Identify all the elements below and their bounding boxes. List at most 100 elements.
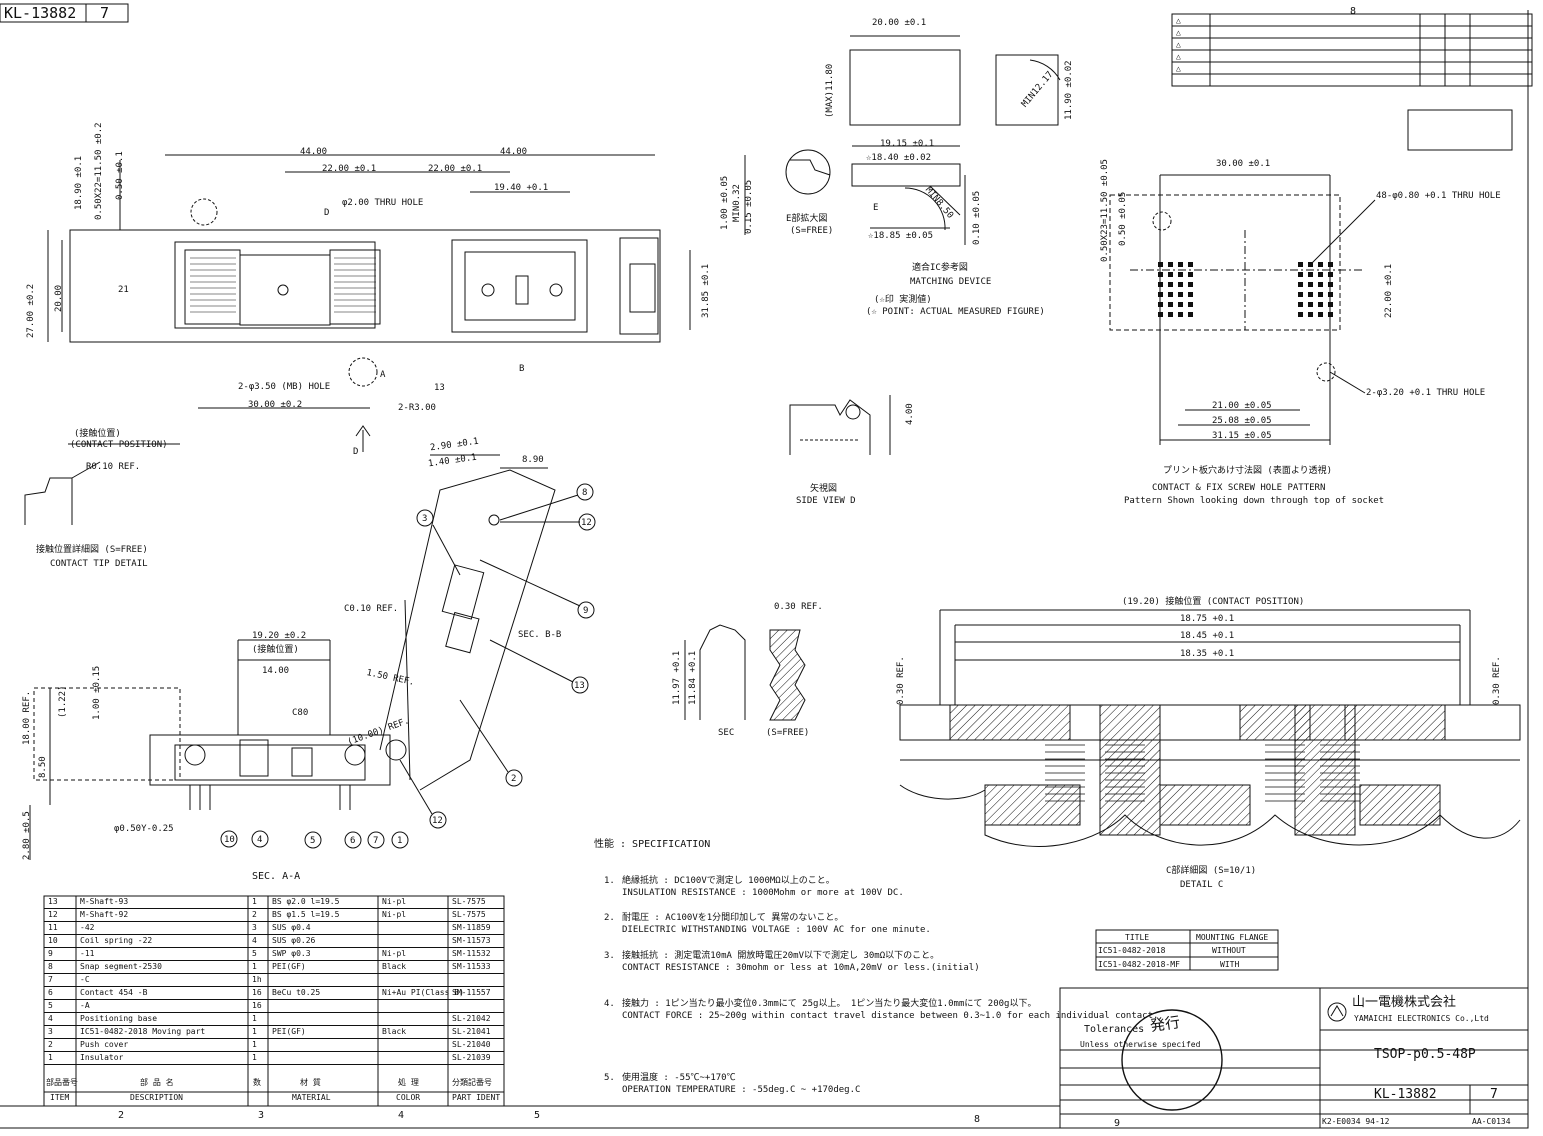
parts-list-cell-no: 11 [48,923,58,932]
dim-20: 20.00 [54,284,64,312]
ss-dim-1197: 11.97 +0.1 [672,650,682,705]
e-caption-jp: E部拡大図 [786,214,828,224]
parts-list-cell-material: SUS φ0.4 [272,923,311,932]
parts-list-cell-no: 12 [48,910,58,919]
dim-050: 0.50 ±0.1 [115,151,125,200]
parts-list-cell-no: 5 [48,1001,53,1010]
label-r300: 2-R3.00 [398,403,436,413]
hdr-part-jp: 分類記番号 [452,1078,492,1087]
parts-list-cell-part: SL-7575 [452,897,486,906]
parts-list-cell-part: SM-11533 [452,962,491,971]
parts-list-cell-part: SM-11859 [452,923,491,932]
pcb-caption-jp: プリント板穴あけ寸法図 (表面より透視) [1163,466,1333,476]
aa-dim-850: 8.50 [38,756,48,778]
parts-list-cell-name: Snap segment-2530 [80,962,162,971]
col-4: 4 [398,1110,405,1121]
parts-list-cell-name: -42 [80,923,95,932]
mt-row1-flange: WITHOUT [1212,946,1246,955]
parts-list-cell-name: -A [80,1001,90,1010]
label-thru-hole: φ2.00 THRU HOLE [342,198,424,208]
sheet-number: 7 [1490,1087,1498,1102]
spec-item-en: CONTACT RESISTANCE : 30mohm or less at 1… [622,963,980,973]
mt-row2-flange: WITH [1220,960,1240,969]
rev-row-1: △ [1176,16,1181,25]
parts-list-cell-part: SM-11557 [452,988,491,997]
parts-list-cell-qty: 16 [252,1001,262,1010]
md-dim-1840: ☆18.40 ±0.02 [866,153,932,163]
pcb-dim-30: 30.00 ±0.1 [1216,159,1271,169]
e-dim-100: 1.00 ±0.05 [720,175,730,230]
aa-dim-contact: (接触位置) [252,645,299,655]
drawing-number: KL-13882 [1374,1087,1437,1102]
tolerances-label: Tolerances [1084,1024,1145,1035]
parts-list-cell-qty: 1 [252,1027,257,1036]
parts-list-cell-name: Positioning base [80,1014,158,1023]
hdr-part-en: PART IDENT [452,1093,501,1102]
d-dim-400: 4.00 [905,403,915,425]
parts-list-cell-qty: 2 [252,910,257,919]
callout-13: 13 [434,383,445,393]
footer-left: K2-E0034 94-12 [1322,1117,1390,1126]
parts-list-cell-qty: 1h [252,975,262,984]
parts-list-cell-finish: Ni-pl [382,897,407,906]
rev-row-5: △ [1176,64,1181,73]
parts-list-cell-no: 10 [48,936,58,945]
col-3: 3 [258,1110,265,1121]
callout-7: 7 [373,836,379,846]
bb-caption: SEC. B-B [518,630,562,640]
callout-1: 1 [397,836,403,846]
c-dim-030a: 0.30 REF. [896,656,906,705]
c-dim-1875: 18.75 +0.1 [1180,614,1235,624]
parts-list-cell-part: SL-21039 [452,1053,491,1062]
hdr-item-jp: 部品番号 [46,1078,78,1087]
spec-item-no: 3. [604,951,615,961]
label-b: B [519,364,525,374]
parts-list-cell-name: Coil spring -22 [80,936,153,945]
drawing-title: TSOP-p0.5-48P [1374,1047,1476,1062]
col-8: 8 [974,1114,981,1125]
pcb-caption-en2: Pattern Shown looking down through top o… [1124,496,1385,506]
mt-row1-title: IC51-0482-2018 [1098,946,1166,955]
bb-dim-c010: C0.10 REF. [344,604,399,614]
spec-item-jp: 絶縁抵抗 : DC100Vで測定し 1000MΩ以上のこと。 [622,876,835,886]
spec-item-en: DIELECTRIC WITHSTANDING VOLTAGE : 100V A… [622,925,931,935]
spec-item-en: INSULATION RESISTANCE : 1000Mohm or more… [622,888,904,898]
parts-list-cell-name: M-Shaft-92 [80,910,129,919]
parts-list-cell-qty: 3 [252,923,257,932]
company-name-en: YAMAICHI ELECTRONICS Co.,Ltd [1354,1014,1489,1023]
drawing-number-header: KL-13882 [4,4,77,22]
md-dim-010: 0.10 ±0.05 [972,190,982,245]
callout-12b: 12 [432,816,443,826]
bb-dim-890: 8.90 [522,455,544,465]
parts-list-cell-qty: 4 [252,936,257,945]
parts-list-cell-material: BS φ2.0 l=19.5 [272,897,340,906]
aa-dim-100: 1.00 ±0.15 [92,665,102,720]
callout-8: 8 [582,488,588,498]
parts-list-cell-name: Push cover [80,1040,129,1049]
md-caption-jp: 適合IC参考図 [912,263,968,273]
ss-dim-030: 0.30 REF. [774,602,823,612]
parts-list-cell-no: 9 [48,949,53,958]
parts-list-cell-part: SL-7575 [452,910,486,919]
issued-stamp: 発行 [1148,1012,1182,1036]
parts-list-cell-qty: 16 [252,988,262,997]
pcb-dim-2508: 25.08 ±0.05 [1212,416,1272,426]
dim-44b: 44.00 [500,147,528,157]
contact-tip-caption-en: CONTACT TIP DETAIL [50,559,148,569]
parts-list-cell-no: 6 [48,988,53,997]
md-dim-1915: 19.15 ±0.1 [880,139,935,149]
parts-list-cell-qty: 1 [252,962,257,971]
dim-1890: 18.90 ±0.1 [74,155,84,210]
parts-list-cell-material: SUS φ0.26 [272,936,316,945]
callout-2: 2 [511,774,517,784]
md-note-en: (☆ POINT: ACTUAL MEASURED FIGURE) [866,307,1045,317]
spec-item-no: 5. [604,1073,615,1083]
spec-title: 性能 : SPECIFICATION [594,839,711,850]
aa-dim-280: 2.80 ±0.5 [22,811,32,860]
parts-list-cell-name: IC51-0482-2018 Moving part [80,1027,206,1036]
md-note-jp: (☆印 実測値) [874,295,932,305]
